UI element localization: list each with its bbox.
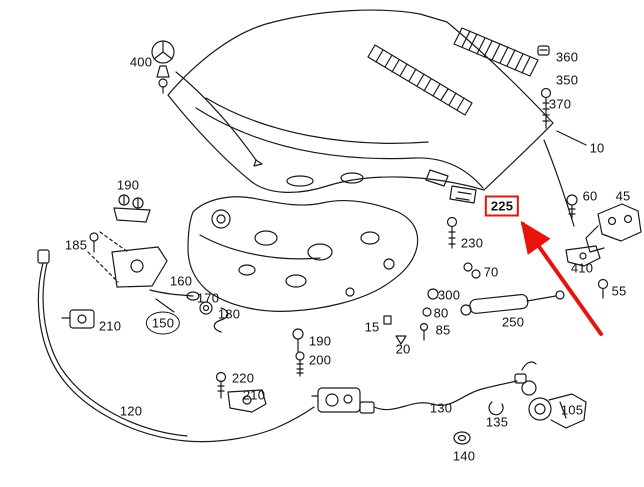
part-label-140: 140 [452,448,476,464]
part-label-200: 200 [308,352,332,368]
grille-strip-drawing [453,27,552,129]
part-label-135: 135 [485,414,509,430]
part-label-300: 300 [437,287,461,303]
part-label-55: 55 [611,283,627,299]
part-label-10: 10 [589,140,605,156]
highlight-arrow-line [520,220,603,336]
part-label-20: 20 [395,341,411,357]
part-label-160: 160 [169,273,193,289]
part-label-180: 180 [217,306,241,322]
lock-assembly-center-drawing [215,371,361,413]
hood-panel-drawing [167,9,587,227]
part-label-190-top-left: 190 [116,177,140,193]
part-label-210-center: 210 [242,387,266,403]
part-label-400: 400 [129,54,153,70]
part-label-105: 105 [560,402,584,418]
highlight-arrow [520,220,603,336]
part-label-80: 80 [433,305,449,321]
gas-strut-drawing [460,290,565,316]
hinge-right-drawing [565,194,642,299]
part-label-250: 250 [501,314,525,330]
part-label-85: 85 [435,322,451,338]
part-label-220: 220 [231,370,255,386]
small-fasteners-drawing [383,216,481,345]
part-label-370: 370 [548,96,572,112]
part-label-70: 70 [483,264,499,280]
hinge-assembly-left-drawing [61,194,229,333]
part-label-210-left: 210 [98,318,122,334]
part-label-190-center: 190 [308,333,332,349]
release-cable-drawing [37,249,315,443]
part-label-350: 350 [555,72,579,88]
part-label-360: 360 [555,49,579,65]
part-label-45: 45 [615,188,631,204]
hood-emblem-drawing [151,40,263,167]
insulation-panel-drawing [187,196,419,312]
part-label-120: 120 [119,403,143,419]
part-label-170: 170 [196,290,220,306]
part-label-130: 130 [429,400,453,416]
part-label-60: 60 [582,188,598,204]
part-label-150: 150 [145,311,181,335]
part-label-230: 230 [460,235,484,251]
lock-cylinder-drawing [528,393,587,429]
part-label-15: 15 [364,319,380,335]
part-label-225: 225 [484,195,520,217]
center-fasteners-drawing [292,328,305,377]
connecting-cable-drawing [359,361,537,445]
part-label-410: 410 [570,260,594,276]
part-label-185: 185 [64,237,88,253]
